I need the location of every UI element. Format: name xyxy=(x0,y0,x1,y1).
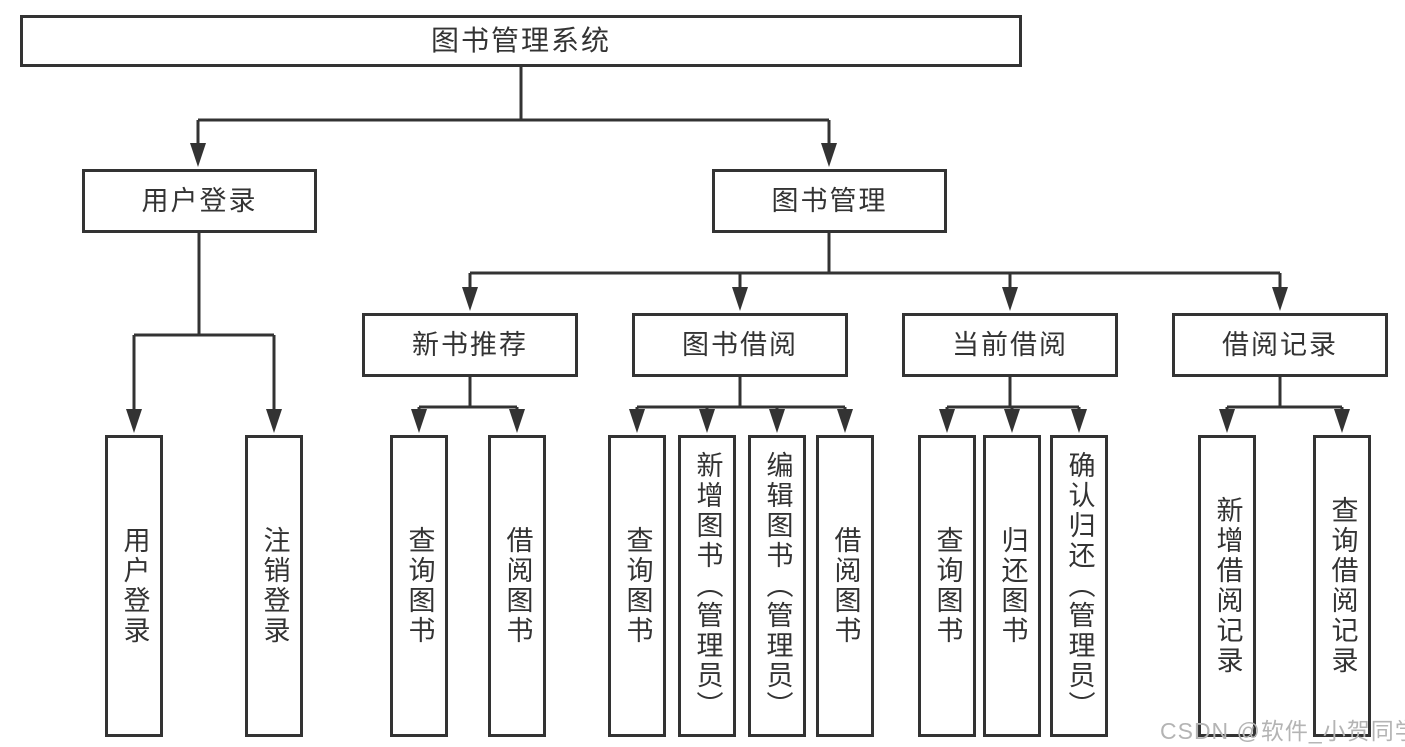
leaf-records-add-record: 新增借阅记录 xyxy=(1198,435,1256,737)
leaf-current-query-books: 查询图书 xyxy=(918,435,976,737)
leaf-user-login: 用户登录 xyxy=(105,435,163,737)
node-current-borrowing: 当前借阅 xyxy=(902,313,1118,377)
leaf-borrowing-edit-books-admin: 编辑图书（管理员） xyxy=(748,435,806,737)
node-new-book-recommend: 新书推荐 xyxy=(362,313,578,377)
node-borrow-records: 借阅记录 xyxy=(1172,313,1388,377)
leaf-borrowing-borrow-books: 借阅图书 xyxy=(816,435,874,737)
leaf-borrowing-add-books-admin: 新增图书（管理员） xyxy=(678,435,736,737)
leaf-newbooks-query-books: 查询图书 xyxy=(390,435,448,737)
leaf-borrowing-query-books: 查询图书 xyxy=(608,435,666,737)
connector-paths xyxy=(132,67,1344,411)
node-book-management: 图书管理 xyxy=(712,169,947,233)
arrowheads xyxy=(126,143,1350,433)
leaf-current-return-books: 归还图书 xyxy=(983,435,1041,737)
node-user-login: 用户登录 xyxy=(82,169,317,233)
leaf-current-confirm-return-admin: 确认归还（管理员） xyxy=(1050,435,1108,737)
node-book-borrowing: 图书借阅 xyxy=(632,313,848,377)
node-root: 图书管理系统 xyxy=(20,15,1022,67)
watermark: CSDN @软件_小贺同学 xyxy=(1160,718,1405,744)
leaf-newbooks-borrow-books: 借阅图书 xyxy=(488,435,546,737)
leaf-records-query-record: 查询借阅记录 xyxy=(1313,435,1371,737)
leaf-logout: 注销登录 xyxy=(245,435,303,737)
